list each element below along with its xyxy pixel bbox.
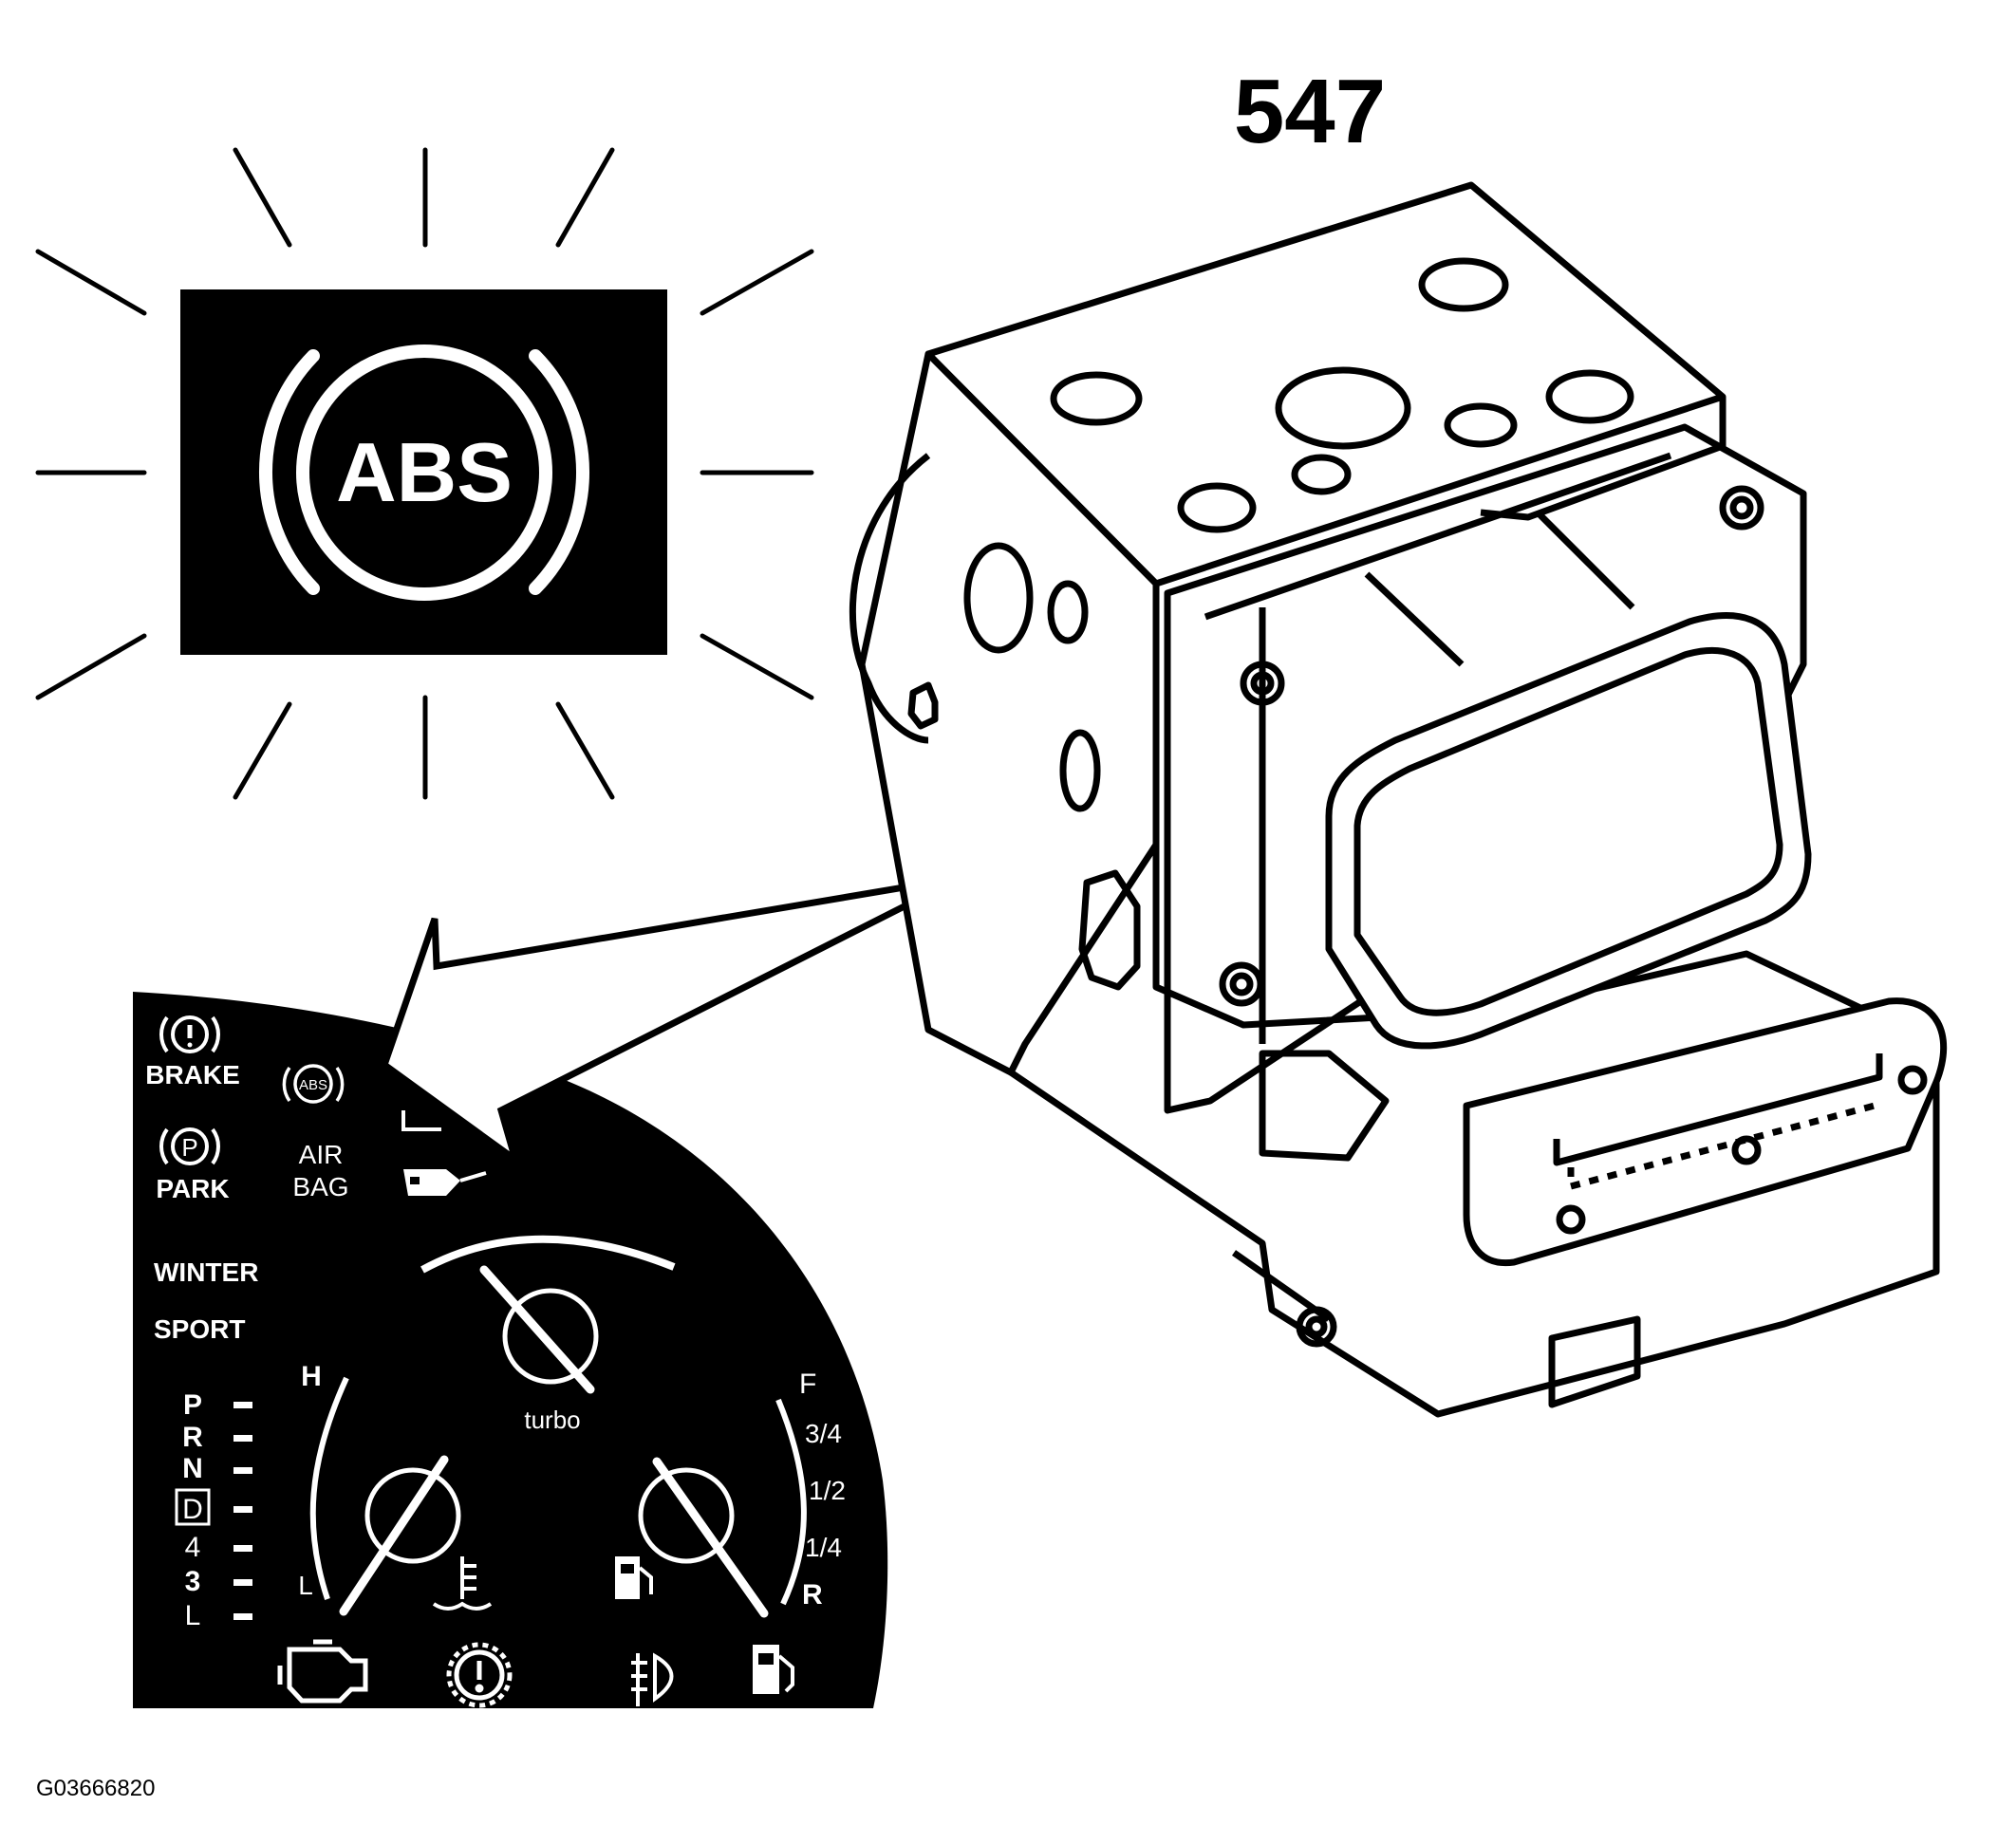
light-rays [35, 147, 814, 800]
brake-indicator [159, 1015, 220, 1053]
gear-n: N [182, 1453, 203, 1484]
temp-low: L [298, 1571, 313, 1600]
callout-arrow [380, 874, 962, 1168]
gear-l: L [185, 1600, 201, 1631]
check-engine-icon [277, 1639, 368, 1704]
abs-warning-lamp: ABS [35, 147, 814, 800]
fuel-quarter: 1/4 [805, 1533, 842, 1562]
turbo-label: turbo [524, 1406, 580, 1434]
headlight-leveling-icon [631, 1652, 674, 1706]
brake-label: BRAKE [145, 1060, 240, 1089]
brake-warning-icon [171, 1015, 209, 1053]
instrument-cluster: BRAKE P PARK ABS AIR BAG WINTER SPORT [133, 992, 888, 1708]
gear-3: 3 [185, 1566, 201, 1597]
abs-lamp-label: ABS [336, 425, 513, 519]
gear-4: 4 [185, 1532, 201, 1563]
fuel-full: F [799, 1369, 816, 1400]
air-bag-label-1: AIR [299, 1140, 344, 1169]
park-brake-icon [171, 1127, 209, 1165]
part-number: 547 [1234, 61, 1386, 162]
air-bag-label-2: BAG [292, 1172, 348, 1201]
fuel-needle [652, 1457, 769, 1618]
temp-needle [339, 1455, 449, 1616]
module-left-face [858, 350, 1160, 1076]
indicator-outline [401, 1110, 441, 1131]
gear-p: P [183, 1389, 202, 1421]
fuel-pump-icon-small [615, 1556, 653, 1599]
abs-small-label: ABS [299, 1077, 327, 1093]
park-indicator [159, 1127, 220, 1165]
temp-gauge [309, 1376, 461, 1616]
park-symbol: P [181, 1133, 197, 1162]
abs-module [849, 181, 1948, 1418]
turbo-needle [479, 1265, 595, 1394]
general-warning-icon [446, 1642, 513, 1708]
park-label: PARK [156, 1174, 229, 1203]
abs-indicator [282, 1064, 345, 1104]
oil-can-icon [403, 1169, 487, 1196]
fuel-pump-icon [753, 1645, 794, 1694]
gear-selector: P R N D 4 3 L [175, 1389, 252, 1631]
mode-sport: SPORT [154, 1314, 245, 1344]
fuel-reserve: R [802, 1579, 823, 1611]
gear-dashes [233, 1402, 252, 1620]
mode-winter: WINTER [154, 1257, 258, 1287]
module-front-face [1009, 845, 1940, 1418]
coil-cover [1325, 612, 1812, 1050]
abs-icon [293, 1064, 333, 1104]
abs-icon-large [259, 345, 589, 601]
temp-high: H [301, 1361, 322, 1392]
gear-d-box [175, 1488, 211, 1526]
coolant-temp-icon [432, 1556, 493, 1611]
figure-id: G03666820 [36, 1776, 155, 1801]
gear-d: D [182, 1494, 203, 1525]
fuel-gauge [638, 1398, 807, 1618]
turbo-gauge [420, 1235, 676, 1394]
electrical-connector [1463, 997, 1948, 1267]
gear-r: R [182, 1422, 203, 1453]
cluster-panel [133, 992, 888, 1708]
fuel-three-quarter: 3/4 [805, 1419, 842, 1448]
fuel-half: 1/2 [809, 1476, 846, 1505]
